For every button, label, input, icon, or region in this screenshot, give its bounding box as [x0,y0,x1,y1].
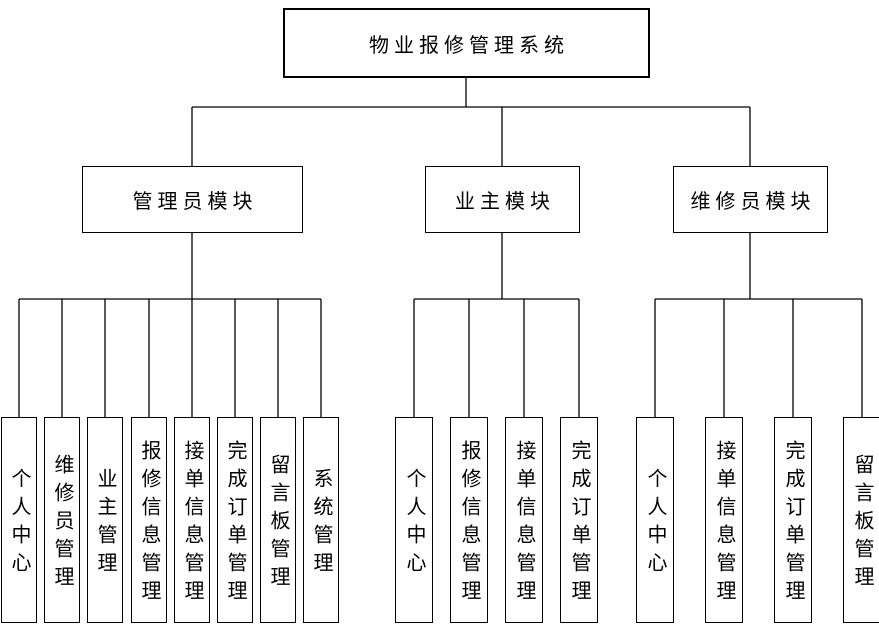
leaf-admin-repair-info-mgmt-label: 报修信息管理 [138,440,160,608]
leaf-admin-order-accept-mgmt: 接单信息管理 [174,417,210,623]
leaf-admin-message-board-mgmt: 留言板管理 [260,417,296,623]
module-repairman-label: 维修员模块 [690,191,816,213]
leaf-owner-completed-order-mgmt: 完成订单管理 [560,417,598,623]
leaf-repairman-completed-order-mgmt-label: 完成订单管理 [782,440,804,608]
leaf-repairman-message-board-mgmt: 留言板管理 [843,417,879,623]
leaf-owner-repair-info-mgmt-label: 报修信息管理 [458,440,480,608]
leaf-admin-system-mgmt-label: 系统管理 [310,468,332,580]
leaf-admin-completed-order-mgmt-label: 完成订单管理 [224,440,246,608]
leaf-admin-personal-center-label: 个人中心 [8,468,30,580]
leaf-admin-repair-info-mgmt: 报修信息管理 [131,417,167,623]
leaf-repairman-completed-order-mgmt: 完成订单管理 [774,417,812,623]
leaf-admin-owner-mgmt-label: 业主管理 [94,468,116,580]
leaf-owner-personal-center-label: 个人中心 [403,468,425,580]
leaf-admin-owner-mgmt: 业主管理 [87,417,123,623]
leaf-admin-order-accept-mgmt-label: 接单信息管理 [181,440,203,608]
leaf-admin-completed-order-mgmt: 完成订单管理 [217,417,253,623]
root-node-label: 物业报修管理系统 [369,34,569,57]
leaf-admin-system-mgmt: 系统管理 [303,417,339,623]
leaf-owner-repair-info-mgmt: 报修信息管理 [450,417,488,623]
module-admin: 管理员模块 [82,166,303,233]
leaf-admin-repairman-mgmt: 维修员管理 [44,417,80,623]
leaf-owner-completed-order-mgmt-label: 完成订单管理 [568,440,590,608]
module-owner: 业主模块 [425,166,580,233]
module-admin-label: 管理员模块 [132,191,258,213]
connector-owner-to-leaves [413,233,580,417]
leaf-owner-order-accept-mgmt: 接单信息管理 [505,417,543,623]
leaf-admin-repairman-mgmt-label: 维修员管理 [51,454,73,594]
connector-root-to-modules [191,78,751,166]
leaf-repairman-personal-center: 个人中心 [636,417,674,623]
leaf-repairman-order-accept-mgmt-label: 接单信息管理 [713,440,735,608]
leaf-admin-personal-center: 个人中心 [1,417,37,623]
leaf-admin-message-board-mgmt-label: 留言板管理 [267,454,289,594]
module-owner-label: 业主模块 [455,191,555,213]
root-node: 物业报修管理系统 [283,8,650,78]
leaf-repairman-personal-center-label: 个人中心 [644,468,666,580]
connector-admin-to-leaves [18,233,322,417]
leaf-repairman-order-accept-mgmt: 接单信息管理 [705,417,743,623]
leaf-owner-personal-center: 个人中心 [395,417,433,623]
leaf-owner-order-accept-mgmt-label: 接单信息管理 [513,440,535,608]
leaf-repairman-message-board-mgmt-label: 留言板管理 [851,454,873,594]
module-repairman: 维修员模块 [673,166,828,233]
connector-repairman-to-leaves [654,233,863,417]
